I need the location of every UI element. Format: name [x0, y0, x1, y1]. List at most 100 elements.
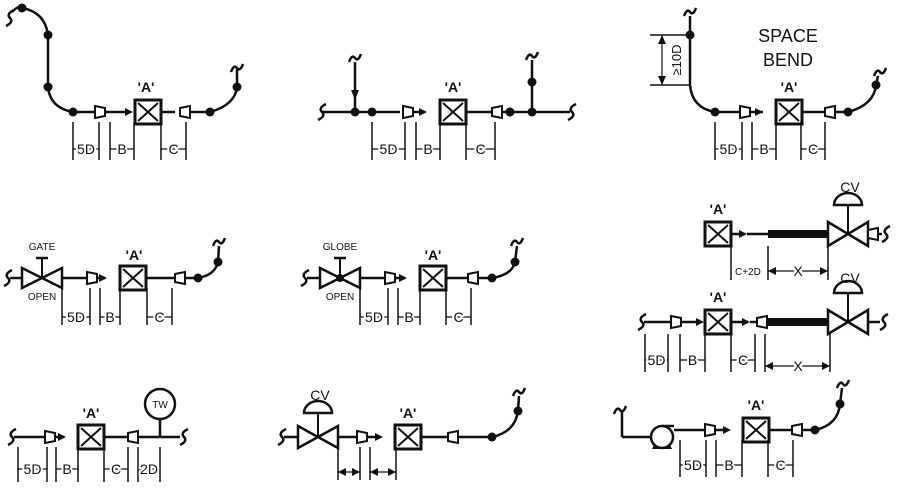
- pipe-break-icon: [509, 237, 525, 247]
- reducer-icon: [791, 422, 803, 438]
- flow-arrow-icon: [742, 318, 750, 326]
- flow-element-label: 'A': [400, 405, 417, 421]
- flow-arrow-icon: [755, 108, 763, 116]
- flow-arrow-icon: [739, 230, 747, 238]
- flow-element-label: 'A': [83, 405, 100, 421]
- pipe-segment: [442, 102, 464, 122]
- pipe-segment: [422, 268, 444, 288]
- flow-arrow-icon: [723, 426, 731, 434]
- reducer-icon: [704, 422, 716, 438]
- pipe-segment: [707, 312, 729, 332]
- dimension-b: B: [105, 309, 114, 325]
- flow-element-label: 'A': [748, 397, 765, 413]
- dimension-5d: 5D: [684, 457, 702, 473]
- weld-joint-dot: [871, 80, 881, 90]
- flow-arrow-icon: [768, 267, 776, 275]
- reducer-icon: [94, 104, 106, 120]
- dimension-x: X: [793, 358, 803, 374]
- dimension-c: C: [775, 457, 785, 473]
- flow-arrow-icon: [399, 274, 407, 282]
- reducer-icon: [467, 270, 479, 286]
- flow-arrow-icon: [822, 362, 830, 370]
- dimension-10d: ≥10D: [669, 45, 684, 76]
- pipe-break-icon: [347, 53, 363, 63]
- reducer-icon: [491, 104, 503, 120]
- weld-joint-dot: [505, 107, 515, 117]
- pipe-segment: [778, 102, 800, 122]
- pipe-break-icon: [881, 224, 891, 244]
- pipe-break-icon: [229, 63, 245, 73]
- reducer-icon: [44, 429, 56, 445]
- flow-element-label: 'A': [126, 247, 143, 263]
- pipe-segment: [707, 224, 729, 244]
- diagram-control-valve-upstream: CV 'A': [277, 387, 527, 480]
- dimension-arrow-icon: [658, 76, 666, 85]
- dimension-5d: 5D: [24, 461, 42, 477]
- pipe-segment: [137, 102, 159, 122]
- pipe-break-icon: [612, 405, 628, 415]
- dimension-c: C: [453, 309, 463, 325]
- pipe-break-icon: [5, 8, 15, 28]
- pipe-break-icon: [300, 268, 310, 288]
- valve-state-label: OPEN: [28, 292, 56, 303]
- reducer-icon: [402, 104, 414, 120]
- pipe-break-icon: [682, 7, 698, 17]
- weld-joint-dot: [213, 257, 223, 267]
- reducer-icon: [179, 104, 191, 120]
- reducer-icon: [174, 270, 186, 286]
- flow-arrow-icon: [388, 468, 396, 476]
- weld-joint-dot: [232, 82, 242, 92]
- pipe-break-icon: [524, 51, 540, 61]
- control-valve-label: CV: [840, 270, 860, 286]
- pipe-break-icon: [511, 387, 527, 397]
- pipe-break-icon: [211, 237, 227, 247]
- flow-element-label: 'A': [425, 247, 442, 263]
- control-valve-label: CV: [310, 387, 330, 403]
- pipe-break-icon: [637, 312, 647, 332]
- pipe-segment: [80, 427, 102, 447]
- dimension-arrow-icon: [658, 35, 666, 44]
- pipe-bend: [209, 68, 239, 114]
- flow-element-label: 'A': [710, 289, 727, 305]
- flow-arrow-icon: [351, 90, 359, 100]
- reducer-icon: [356, 429, 368, 445]
- pipe-break-icon: [567, 102, 577, 122]
- pipe-break-icon: [3, 268, 13, 288]
- weld-joint-dot: [350, 107, 360, 117]
- dimension-c-plus-2d: C+2D: [735, 267, 761, 278]
- dimension-5d: 5D: [77, 141, 95, 157]
- dimension-b: B: [404, 309, 413, 325]
- reducer-icon: [824, 104, 836, 120]
- weld-joint-dot: [527, 77, 537, 87]
- thermowell-icon: [143, 387, 177, 421]
- dimension-b: B: [759, 141, 768, 157]
- valve-type-label: GLOBE: [323, 242, 358, 253]
- pipe-segment: [745, 420, 767, 440]
- dimension-b: B: [688, 352, 697, 368]
- flow-element-label: 'A': [710, 201, 727, 217]
- reducer-icon: [86, 270, 98, 286]
- weld-joint-dot: [513, 406, 523, 416]
- title-bend: BEND: [763, 50, 813, 70]
- actuator-icon: [832, 279, 864, 295]
- dimension-c: C: [808, 141, 818, 157]
- flow-arrow-icon: [370, 468, 378, 476]
- dimension-c: C: [154, 309, 164, 325]
- pipe-bend: [814, 387, 844, 432]
- pipe-break-icon: [872, 67, 888, 77]
- dimension-b: B: [117, 141, 126, 157]
- pipe-break-icon: [179, 427, 189, 447]
- weld-joint-dot: [835, 399, 845, 409]
- thermowell-label: TW: [152, 400, 168, 411]
- pipe-break-icon: [879, 312, 889, 332]
- straight-run-pipe: [767, 318, 830, 326]
- pipe-bend: [11, 5, 74, 114]
- reducer-icon: [670, 314, 682, 330]
- flow-arrow-icon: [352, 468, 360, 476]
